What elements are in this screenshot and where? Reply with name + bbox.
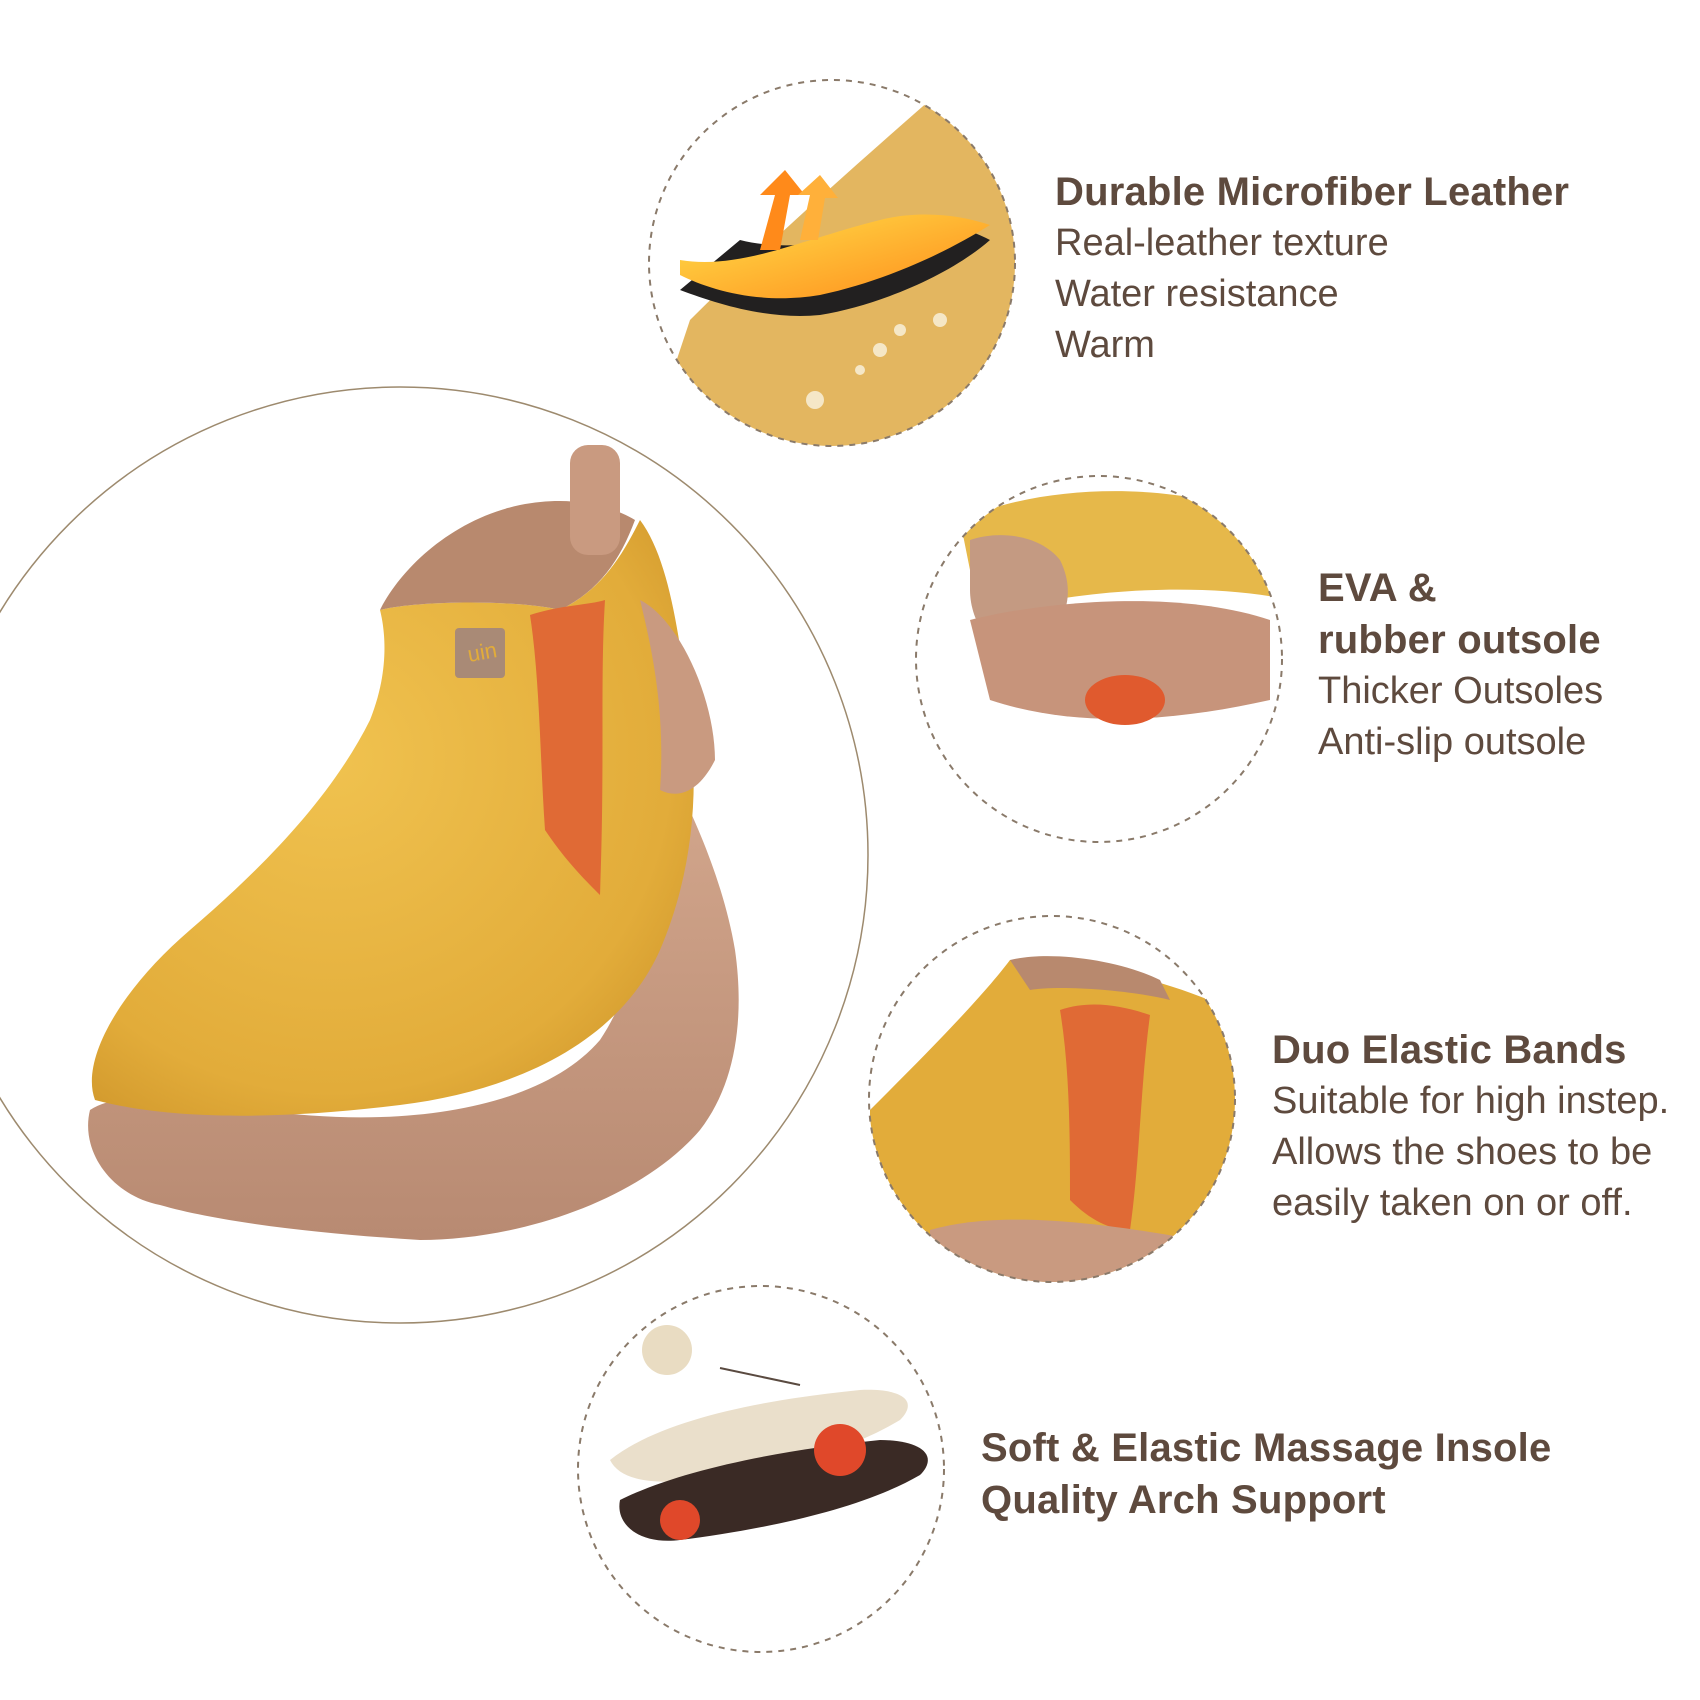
- feature-leather-line: Real-leather texture: [1055, 222, 1389, 264]
- feature-elastic-line: easily taken on or off.: [1272, 1182, 1633, 1224]
- feature-circle-3: [868, 915, 1236, 1283]
- brand-mark: uin: [466, 637, 499, 667]
- feature-elastic-line: Allows the shoes to be: [1272, 1131, 1653, 1173]
- feature-elastic-line: Suitable for high instep.: [1272, 1080, 1670, 1122]
- feature-image-leather: [649, 80, 1015, 446]
- feature-insole-title: Soft & Elastic Massage Insole: [981, 1426, 1552, 1470]
- feature-outsole-line: Thicker Outsoles: [1318, 670, 1604, 712]
- feature-outsole-title: rubber outsole: [1318, 618, 1601, 662]
- feature-outsole-title: EVA &: [1318, 566, 1437, 610]
- feature-circle-4: [577, 1285, 945, 1653]
- feature-leather-line: Warm: [1055, 324, 1155, 366]
- feature-leather-title: Durable Microfiber Leather: [1055, 170, 1570, 214]
- main-shoe-circle: [0, 386, 869, 1324]
- feature-circle-1: [648, 79, 1016, 447]
- feature-leather: Durable Microfiber Leather Real-leather …: [1055, 172, 1569, 377]
- main-shoe-image: [88, 445, 739, 1240]
- feature-circle-2: [915, 475, 1283, 843]
- feature-image-elastic: [869, 916, 1235, 1282]
- feature-outsole: EVA & rubber outsole Thicker Outsoles An…: [1318, 568, 1603, 774]
- feature-leather-line: Water resistance: [1055, 273, 1339, 315]
- feature-insole-title: Quality Arch Support: [981, 1478, 1386, 1522]
- feature-outsole-line: Anti-slip outsole: [1318, 721, 1587, 763]
- feature-image-insole: [578, 1286, 944, 1652]
- feature-insole: Soft & Elastic Massage Insole Quality Ar…: [981, 1428, 1551, 1532]
- feature-image-outsole: [916, 476, 1282, 842]
- feature-elastic-title: Duo Elastic Bands: [1272, 1028, 1627, 1072]
- feature-elastic: Duo Elastic Bands Suitable for high inst…: [1272, 1030, 1669, 1235]
